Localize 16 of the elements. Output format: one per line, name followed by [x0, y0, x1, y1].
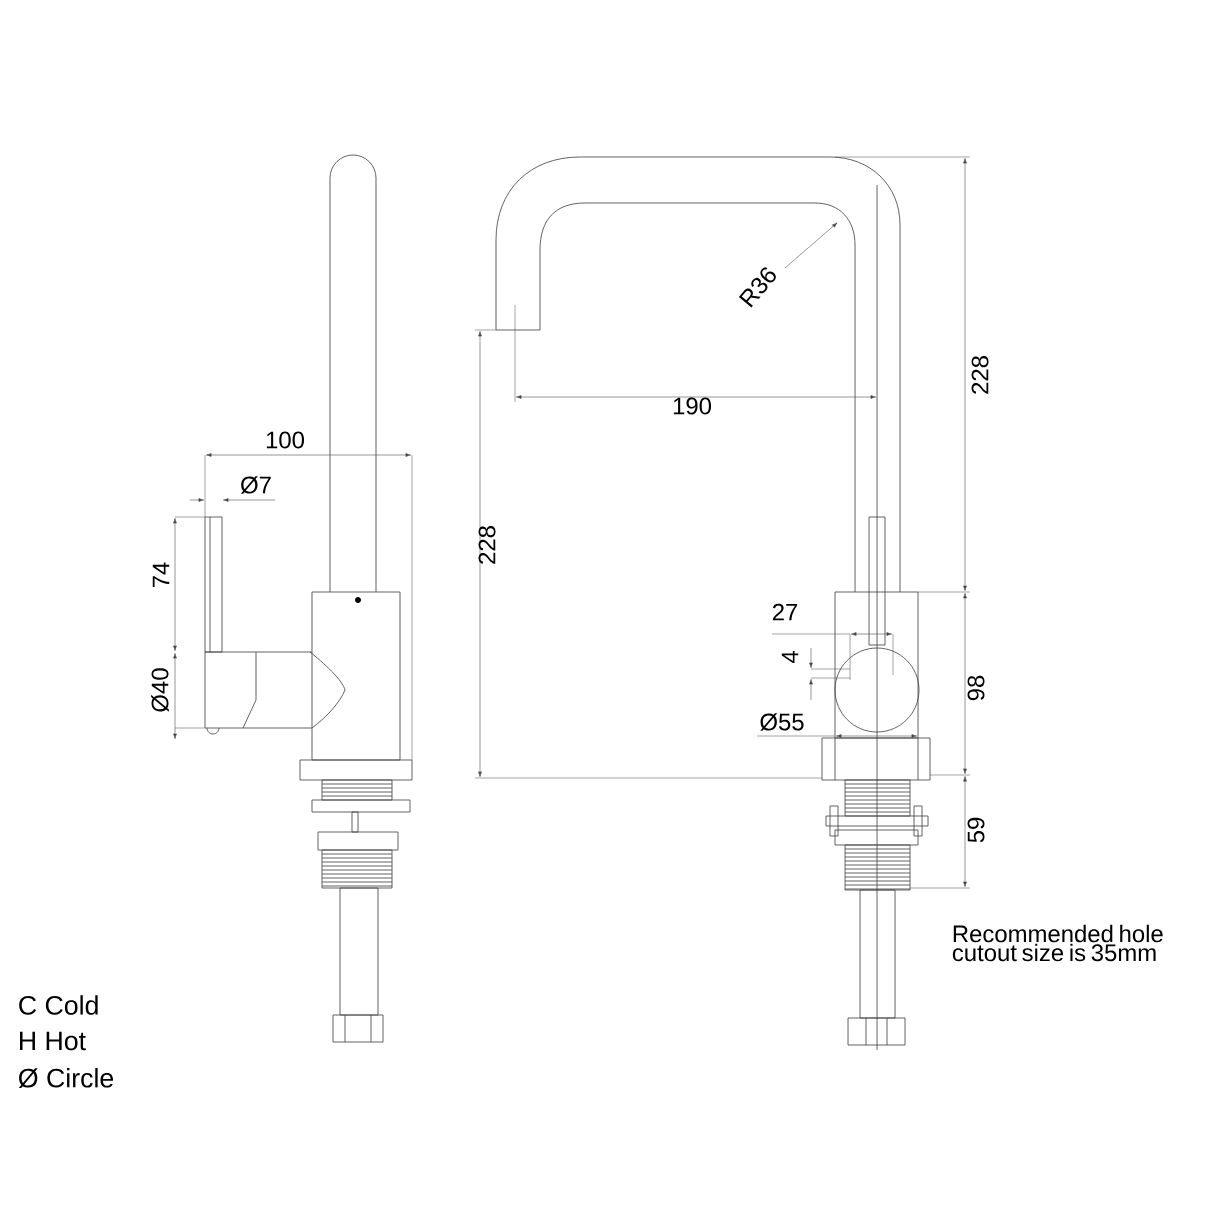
legend-text: H Hot [20, 1031, 86, 1051]
dimension-label: 98 [967, 675, 985, 701]
legend-text: C Cold [19, 995, 98, 1015]
dimension-label: 190 [673, 397, 711, 415]
dimension-label: 27 [772, 603, 798, 621]
dimension-label: 74 [152, 562, 170, 588]
legend-text: Ø Circle [18, 1068, 114, 1089]
dimension-label: 100 [266, 431, 304, 449]
dimension-label: 228 [971, 356, 989, 394]
note-text: Recommended hole cutout size is 35mm [952, 924, 1163, 962]
dimension-label: Ø40 [151, 668, 169, 712]
dimension-label: 59 [967, 817, 985, 843]
dimension-label: Ø55 [760, 713, 804, 731]
dimension-label: 4 [781, 651, 799, 664]
dimension-label: 228 [478, 526, 496, 564]
dimension-label: Ø7 [240, 476, 271, 494]
